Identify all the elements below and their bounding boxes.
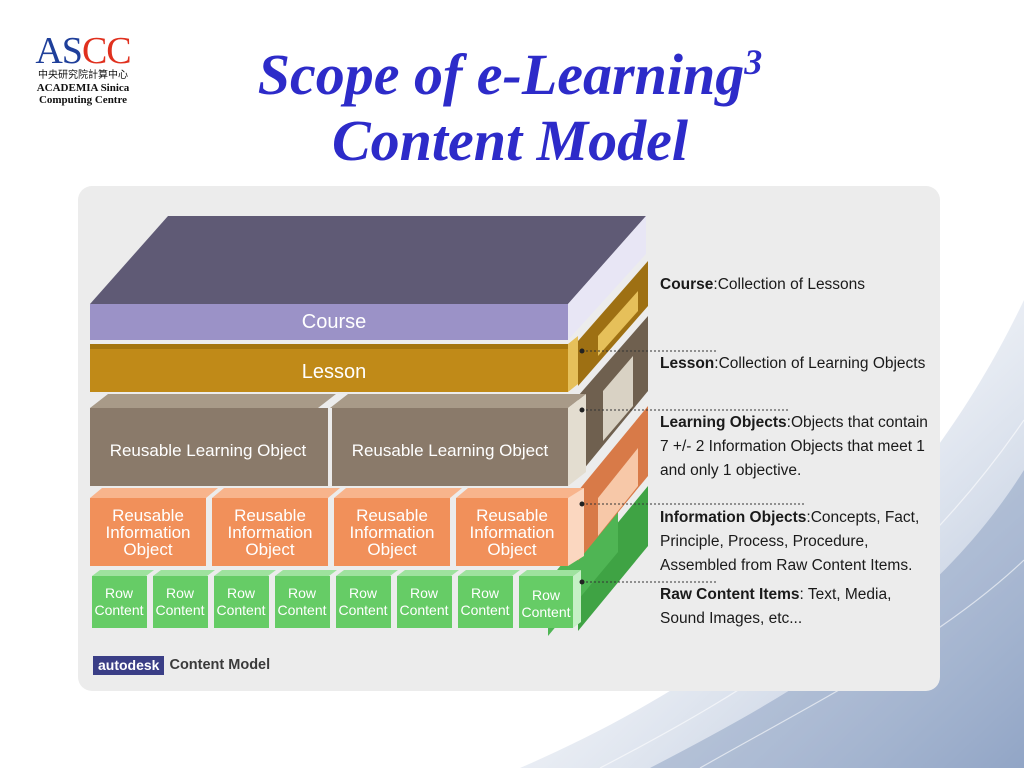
diagram-credit: autodesk Content Model <box>93 655 270 675</box>
row-label-5-line-2: Content <box>338 602 387 618</box>
legend-information-objects: Information Objects:Concepts, Fact, Prin… <box>660 506 950 578</box>
row-label-3-line-1: Row <box>227 585 256 601</box>
legend-desc-line-1: Concepts, Fact, <box>810 509 920 526</box>
rio-label-3-line-3: Object <box>367 540 416 559</box>
legend-raw-content-items: Raw Content Items: Text, Media, Sound Im… <box>660 583 950 631</box>
legend-lesson: Lesson:Collection of Learning Objects <box>660 355 926 372</box>
row-label-4-line-2: Content <box>277 602 326 618</box>
rio-label-4-line-2: Information <box>469 523 554 542</box>
ascc-logo: ASCC 中央研究院計算中心 ACADEMIA Sinica Computing… <box>22 32 144 106</box>
course-top-face <box>90 216 646 304</box>
row-content-block <box>153 576 208 628</box>
legend-term: Learning Objects <box>660 414 787 431</box>
row-content-block <box>214 576 269 628</box>
legend-desc: Collection of Learning Objects <box>718 355 926 372</box>
legend-term: Lesson <box>660 355 715 372</box>
rlo-label-2: Reusable Learning Object <box>352 441 549 460</box>
legend-term: Course <box>660 276 714 293</box>
legend-term: Raw Content Items <box>660 586 800 603</box>
rio-label-3-line-2: Information <box>349 523 434 542</box>
logo-line-1: ACADEMIA Sinica <box>36 82 130 94</box>
title-line-1: Scope of e-Learning3 <box>257 42 763 107</box>
legend-desc: Collection of Lessons <box>717 276 866 293</box>
rio-label-1-line-1: Reusable <box>112 506 184 525</box>
row-content-row <box>92 570 581 628</box>
course-side-face <box>568 216 646 340</box>
lesson-layer <box>90 348 568 392</box>
content-model-diagram: Course Lesson Reusable Learning Object R… <box>90 216 806 636</box>
row-content-block <box>275 576 330 628</box>
row-content-block <box>519 576 573 628</box>
legend-desc-line-3: and only 1 objective. <box>660 462 802 479</box>
row-label-2-line-1: Row <box>166 585 195 601</box>
rlo-label-1: Reusable Learning Object <box>110 441 307 460</box>
row-label-5-line-1: Row <box>349 585 378 601</box>
row-label-8-line-1: Row <box>532 587 561 603</box>
row-label-4-line-1: Row <box>288 585 317 601</box>
slide-title: Scope of e-Learning3 Content Model <box>200 42 820 174</box>
rio-label-1-line-2: Information <box>105 523 190 542</box>
rio-block <box>212 498 328 566</box>
row-content-block <box>92 576 147 628</box>
rio-block <box>456 498 568 566</box>
autodesk-logo: autodesk <box>93 655 165 675</box>
connector-dot <box>579 501 585 507</box>
row-label-7-line-1: Row <box>471 585 500 601</box>
legend-desc-line-1: Text, Media, <box>803 586 892 603</box>
rio-label-3-line-1: Reusable <box>356 506 428 525</box>
rio-label-2-line-3: Object <box>245 540 294 559</box>
logo-chinese-text: 中央研究院計算中心 <box>38 70 128 81</box>
row-content-block <box>336 576 391 628</box>
connector-dot <box>579 348 585 354</box>
connector-dot <box>579 407 585 413</box>
legend-desc-line-2: 7 +/- 2 Information Objects that meet 1 <box>660 438 925 455</box>
rlo-block-2 <box>332 408 568 486</box>
rio-label-2-line-1: Reusable <box>234 506 306 525</box>
rlo-block-1 <box>90 408 328 486</box>
row-content-block <box>458 576 513 628</box>
rio-row <box>90 488 584 566</box>
row-label-1-line-1: Row <box>105 585 134 601</box>
lesson-label: Lesson <box>302 361 367 383</box>
course-label: Course <box>302 311 366 333</box>
credit-label: Content Model <box>169 657 271 673</box>
row-label-1-line-2: Content <box>94 602 143 618</box>
rio-label-1-line-3: Object <box>123 540 172 559</box>
row-label-6-line-1: Row <box>410 585 439 601</box>
legend-term: Information Objects <box>660 509 807 526</box>
row-label-8-line-2: Content <box>521 604 570 620</box>
title-superscript: 3 <box>744 42 763 82</box>
legend-desc-line-2: Sound Images, etc... <box>660 610 803 627</box>
row-label-3-line-2: Content <box>216 602 265 618</box>
rio-label-4-line-1: Reusable <box>476 506 548 525</box>
legend-desc-line-1: Objects that contain <box>790 414 928 431</box>
row-label-6-line-2: Content <box>399 602 448 618</box>
legend-course: Course:Collection of Lessons <box>660 276 866 293</box>
legend-learning-objects: Learning Objects:Objects that contain 7 … <box>660 411 950 483</box>
course-front-face <box>90 304 568 340</box>
row-label-2-line-2: Content <box>155 602 204 618</box>
connector-dot <box>579 579 585 585</box>
logo-line-2: Computing Centre <box>38 94 128 106</box>
row-content-block <box>397 576 452 628</box>
rio-block <box>334 498 450 566</box>
legend-desc-line-3: Assembled from Raw Content Items. <box>660 557 913 574</box>
title-line-2: Content Model <box>331 108 689 173</box>
rio-block <box>90 498 206 566</box>
rio-label-2-line-2: Information <box>227 523 312 542</box>
logo-mark: ASCC <box>35 30 131 72</box>
rio-label-4-line-3: Object <box>487 540 536 559</box>
row-label-7-line-2: Content <box>460 602 509 618</box>
legend-desc-line-2: Principle, Process, Procedure, <box>660 533 869 550</box>
